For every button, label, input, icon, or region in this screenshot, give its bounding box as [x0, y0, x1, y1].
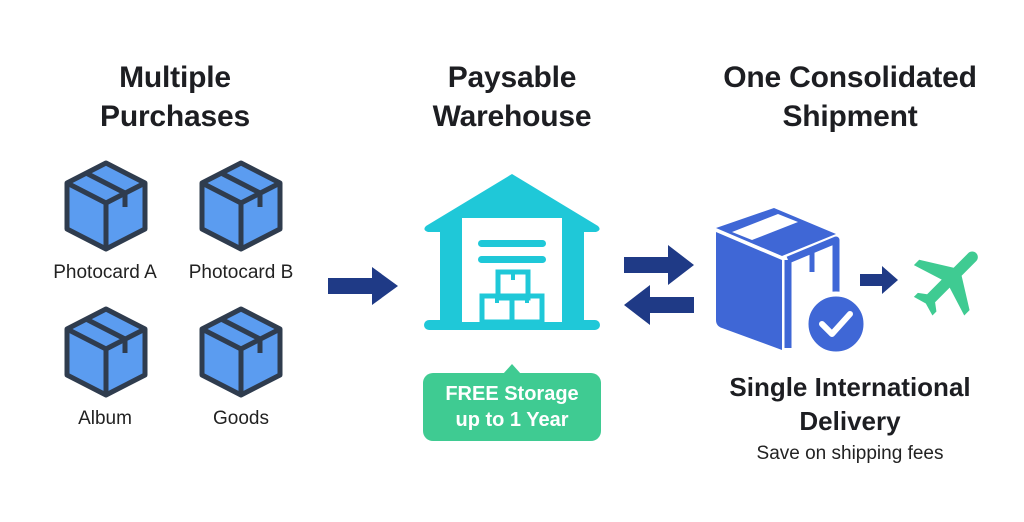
- delivery-heading-line2: Delivery: [799, 406, 901, 436]
- badge-line2: up to 1 Year: [455, 409, 569, 431]
- purchases-heading: Multiple Purchases: [55, 58, 295, 136]
- warehouse-icon: [424, 174, 600, 330]
- free-storage-badge: FREE Storage up to 1 Year: [423, 373, 601, 441]
- delivery-caption: Save on shipping fees: [756, 443, 944, 464]
- warehouse-heading: Paysable Warehouse: [392, 58, 632, 136]
- purchase-item-label: Album: [78, 408, 132, 429]
- warehouse-heading-line2: Warehouse: [432, 100, 592, 133]
- package-box-icon: [196, 305, 286, 399]
- delivery-heading-line1: Single International: [729, 372, 971, 402]
- package-box-icon: [196, 159, 286, 253]
- badge-pointer: [503, 364, 521, 374]
- warehouse-heading-line1: Paysable: [447, 61, 577, 94]
- consolidated-box-check-icon: [716, 208, 869, 357]
- small-right-arrow-icon: [860, 266, 898, 294]
- shipment-heading-line2: Shipment: [782, 100, 918, 133]
- shipment-heading: One Consolidated Shipment: [690, 58, 1010, 136]
- exchange-arrows-icon: [624, 245, 694, 325]
- shipment-heading-line1: One Consolidated: [723, 61, 977, 94]
- purchase-item-label: Photocard A: [53, 262, 157, 283]
- right-arrow-icon: [328, 267, 398, 305]
- package-box-icon: [61, 305, 151, 399]
- purchases-heading-line2: Purchases: [100, 100, 250, 133]
- badge-line1: FREE Storage: [445, 383, 579, 405]
- purchases-heading-line1: Multiple: [119, 61, 231, 94]
- package-box-icon: [61, 159, 151, 253]
- delivery-heading: Single International Delivery: [690, 370, 1010, 438]
- purchase-item-label: Photocard B: [188, 262, 294, 283]
- airplane-icon: [913, 251, 978, 316]
- purchase-item-label: Goods: [213, 408, 269, 429]
